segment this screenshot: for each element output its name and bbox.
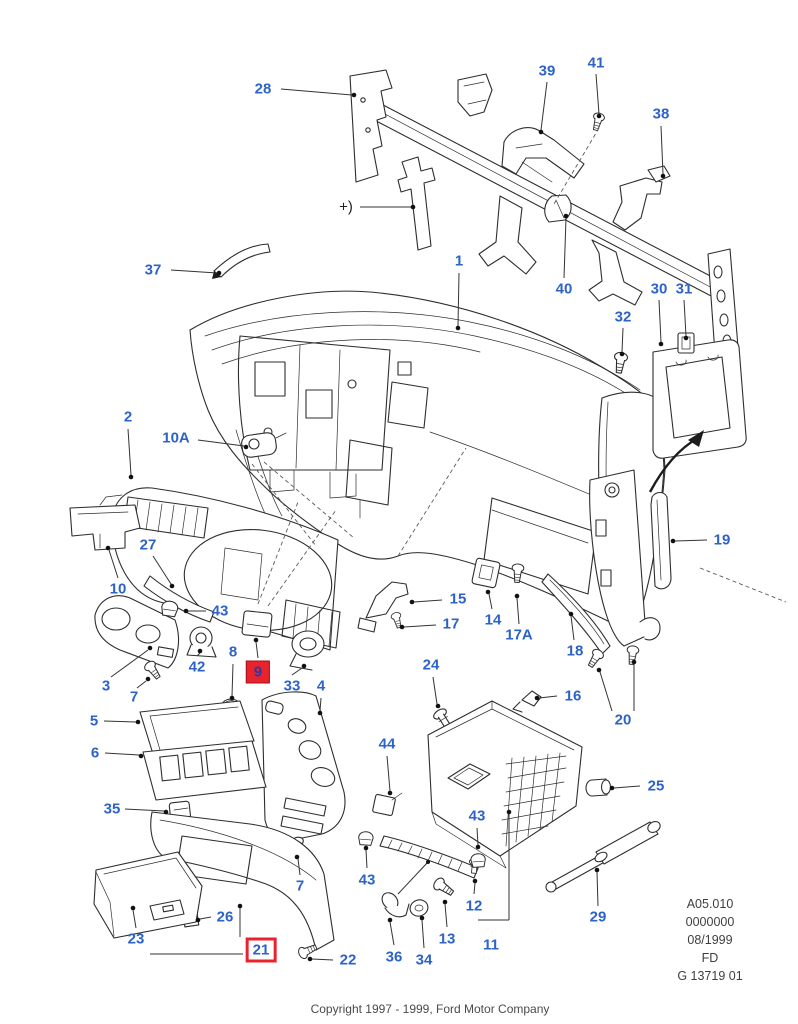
switch-panel-6-drawing: [142, 740, 267, 801]
switch-10A-drawing: [241, 432, 355, 547]
part-label-15: 15: [449, 590, 467, 608]
switch-blank-9-drawing: [241, 501, 337, 638]
part-label-5: 5: [89, 712, 99, 730]
part-label-26: 26: [216, 908, 234, 926]
bezel-3-drawing: [94, 595, 180, 682]
hinge-strip-drawing: [379, 835, 479, 895]
part-label-43a: 43: [211, 602, 229, 620]
stamp-line: 08/1999: [687, 933, 733, 947]
clip-44-drawing: [372, 792, 403, 817]
stamp-line: A05.010: [686, 897, 734, 911]
part-label-31: 31: [675, 280, 693, 298]
part-label-16: 16: [564, 687, 582, 705]
clip-14-drawing: [471, 557, 525, 589]
stamp-line: G 13719 01: [677, 969, 743, 983]
part-label-34: 34: [415, 951, 433, 969]
glovebox-11-drawing: [427, 700, 583, 869]
part-label-22: 22: [339, 951, 357, 969]
console-panel-4-drawing: [261, 691, 374, 860]
part-label-19: 19: [713, 531, 731, 549]
stamp-line: 0000000: [685, 915, 735, 929]
part-label-18: 18: [566, 642, 584, 660]
part-label-17: 17: [442, 615, 460, 633]
part-label-20: 20: [614, 711, 632, 729]
crossbeam-assembly-drawing: [349, 69, 739, 355]
part-label-39: 39: [538, 62, 556, 80]
gas-strut-29-drawing: [545, 821, 661, 893]
part-label-17A: 17A: [505, 626, 533, 644]
part-label-23: 23: [127, 930, 145, 948]
part-label-7b: 7: [295, 877, 305, 895]
part-label-40: 40: [555, 280, 573, 298]
part-label-44: 44: [378, 735, 396, 753]
part-label-1: 1: [454, 252, 464, 270]
grommet-34-drawing: [409, 899, 429, 917]
clip-42-drawing: [186, 626, 217, 658]
part-label-38: 38: [652, 105, 670, 123]
part-label-43b: 43: [358, 871, 376, 889]
part-label-29: 29: [589, 908, 607, 926]
part-label-37: 37: [144, 261, 162, 279]
bracket-10-drawing: [69, 494, 141, 551]
part-label-21: 21: [245, 937, 277, 963]
part-label-8: 8: [228, 643, 238, 661]
part-label-10: 10: [109, 580, 127, 598]
part-label-43c: 43: [468, 807, 486, 825]
part-label-30: 30: [650, 280, 668, 298]
stamp-line: FD: [701, 951, 719, 965]
part-label-25: 25: [647, 777, 665, 795]
part-label-11: 11: [483, 936, 499, 954]
part-label-12: 12: [465, 897, 483, 915]
part-label-24: 24: [422, 656, 440, 674]
clip-16-drawing: [512, 690, 542, 713]
part-label-2: 2: [123, 408, 133, 426]
part-label-13: 13: [438, 930, 456, 948]
side-trim-19-18-drawing: [541, 469, 787, 655]
part-label-4: 4: [316, 677, 326, 695]
catalog-stamp: A05.010 0000000 08/1999 FD G 13719 01: [652, 895, 768, 985]
tray-5-drawing: [139, 700, 255, 755]
leader-lines: [103, 73, 708, 962]
part-label-plus: +): [339, 198, 353, 216]
cluster-surround-drawing: [111, 487, 341, 651]
part-label-32: 32: [614, 308, 632, 326]
bracket-15-drawing: [357, 447, 467, 633]
screws-20-drawing: [584, 617, 661, 670]
part-label-10A: 10A: [162, 429, 190, 447]
part-label-41: 41: [587, 54, 605, 72]
part-label-28: 28: [254, 80, 272, 98]
part-label-3: 3: [101, 677, 111, 695]
part-label-35: 35: [103, 800, 121, 818]
part-label-6: 6: [90, 744, 100, 762]
part-label-33: 33: [283, 677, 301, 695]
part-label-42: 42: [188, 658, 206, 676]
copyright-notice: Copyright 1997 - 1999, Ford Motor Compan…: [310, 1002, 550, 1016]
part-label-27: 27: [139, 536, 157, 554]
cap-25-drawing: [585, 778, 612, 797]
ashtray-23-drawing: [93, 851, 203, 939]
part-label-36: 36: [385, 948, 403, 966]
retainer-frame-30-drawing: [611, 332, 747, 493]
part-label-14: 14: [484, 611, 502, 629]
damper-36-drawing: [381, 892, 410, 918]
part-label-7a: 7: [129, 688, 139, 706]
part-label-9: 9: [245, 660, 271, 684]
vent-33-drawing: [289, 630, 325, 671]
